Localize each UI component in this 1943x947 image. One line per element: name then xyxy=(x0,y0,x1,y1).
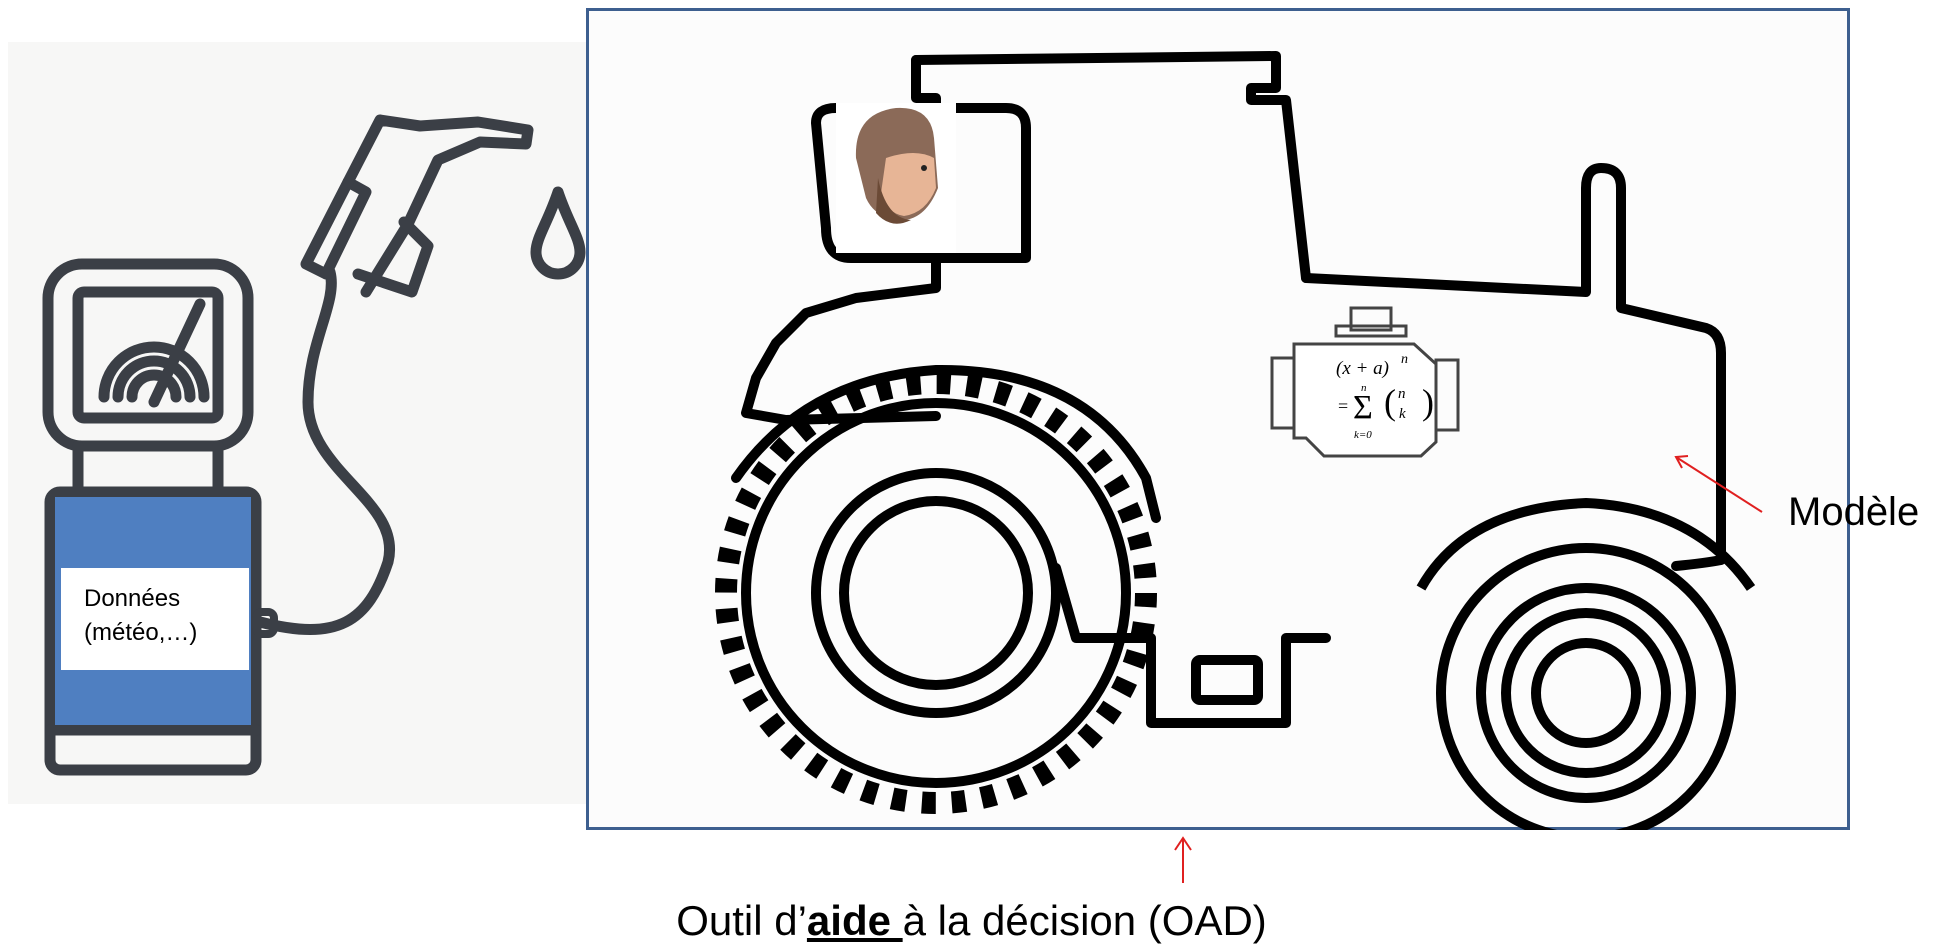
model-label: Modèle xyxy=(1788,490,1919,535)
oad-caption-after: à la décision (OAD) xyxy=(903,897,1267,944)
oad-caption: Outil d’aide à la décision (OAD) xyxy=(0,895,1943,947)
oad-caption-before: Outil d’ xyxy=(676,897,807,944)
oad-caption-emphasis: aide xyxy=(807,897,903,944)
modele-arrow-line xyxy=(1676,457,1762,512)
